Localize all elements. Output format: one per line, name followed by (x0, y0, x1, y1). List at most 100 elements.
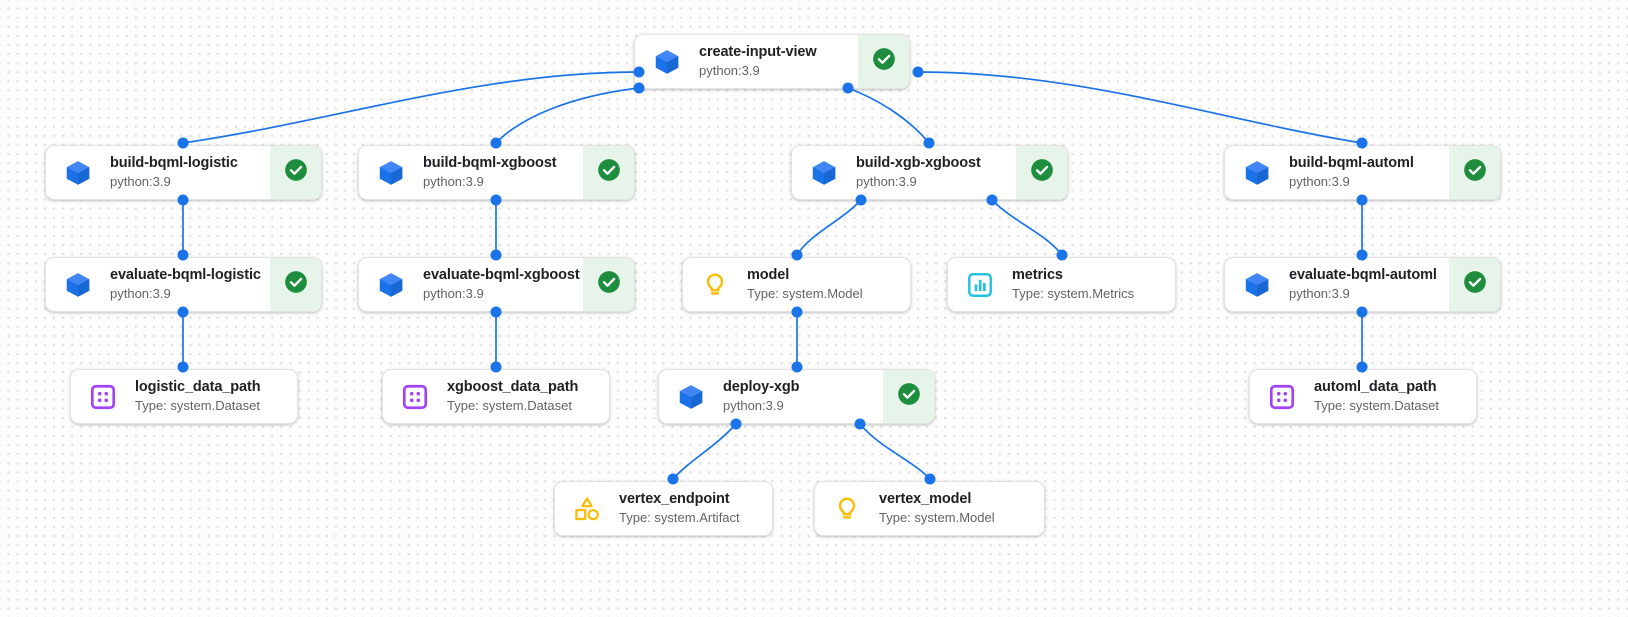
edge-deploy-xgb-to-vertex_endpoint (672, 423, 737, 480)
port-p-ebl-t[interactable] (177, 249, 189, 261)
port-p-ebx-b[interactable] (490, 306, 502, 318)
port-p-model-b[interactable] (791, 306, 803, 318)
status-badge (583, 258, 634, 311)
check-circle-icon (596, 269, 622, 300)
status-badge (270, 258, 321, 311)
port-p-civ-r2[interactable] (912, 66, 924, 78)
port-p-bxx-t[interactable] (923, 137, 935, 149)
port-p-deploy-b1[interactable] (730, 418, 742, 430)
port-p-ve-t[interactable] (667, 473, 679, 485)
cube-icon (376, 270, 406, 300)
port-p-bba-b[interactable] (1356, 194, 1368, 206)
node-title: vertex_model (879, 490, 972, 507)
check-circle-icon (283, 157, 309, 188)
check-circle-icon (1462, 269, 1488, 300)
node-subtitle: python:3.9 (423, 286, 484, 302)
node-title: evaluate-bqml-automl (1289, 266, 1437, 283)
edge-deploy-xgb-to-vertex_model (859, 423, 931, 480)
node-title: model (747, 266, 790, 283)
node-subtitle: python:3.9 (1289, 286, 1350, 302)
port-p-bbx-t[interactable] (490, 137, 502, 149)
node-subtitle: python:3.9 (723, 398, 784, 414)
edge-create-input-view-to-build-xgb-xgboost (847, 87, 930, 144)
edge-create-input-view-to-build-bqml-automl (917, 71, 1363, 144)
dataset-grid-icon (1267, 382, 1297, 412)
node-subtitle: python:3.9 (856, 174, 917, 190)
port-p-bxx-b1[interactable] (855, 194, 867, 206)
port-p-metrics-t[interactable] (1056, 249, 1068, 261)
port-p-civ-r1[interactable] (842, 82, 854, 94)
node-title: build-bqml-automl (1289, 154, 1414, 171)
node-subtitle: Type: system.Model (747, 286, 863, 302)
status-badge (858, 35, 909, 88)
node-title: create-input-view (699, 43, 817, 60)
port-p-ldp-t[interactable] (177, 361, 189, 373)
port-p-bbl-b[interactable] (177, 194, 189, 206)
node-evaluate-bqml-automl[interactable]: evaluate-bqml-automl python:3.9 (1224, 257, 1501, 312)
node-subtitle: python:3.9 (423, 174, 484, 190)
node-body: evaluate-bqml-automl python:3.9 (1225, 258, 1449, 311)
node-subtitle: Type: system.Model (879, 510, 995, 526)
check-circle-icon (1029, 157, 1055, 188)
lightbulb-icon (700, 270, 730, 300)
port-p-eba-b[interactable] (1356, 306, 1368, 318)
port-p-xdp-t[interactable] (490, 361, 502, 373)
port-p-deploy-b2[interactable] (854, 418, 866, 430)
node-title: logistic_data_path (135, 378, 261, 395)
node-text: evaluate-bqml-automl python:3.9 (1289, 266, 1437, 303)
port-p-ebl-b[interactable] (177, 306, 189, 318)
status-badge (1449, 258, 1500, 311)
node-title: metrics (1012, 266, 1063, 283)
port-p-ebx-t[interactable] (490, 249, 502, 261)
port-p-civ-l1[interactable] (633, 66, 645, 78)
node-title: automl_data_path (1314, 378, 1437, 395)
port-p-bba-t[interactable] (1356, 137, 1368, 149)
status-badge (1449, 146, 1500, 199)
port-p-eba-t[interactable] (1356, 249, 1368, 261)
port-p-vm-t[interactable] (924, 473, 936, 485)
port-p-deploy-t[interactable] (791, 361, 803, 373)
node-title: evaluate-bqml-logistic (110, 266, 261, 283)
port-p-model-t[interactable] (791, 249, 803, 261)
port-p-bbx-b[interactable] (490, 194, 502, 206)
edge-build-xgb-xgboost-to-metrics (991, 199, 1063, 256)
port-p-civ-l2[interactable] (633, 82, 645, 94)
port-p-adp-t[interactable] (1356, 361, 1368, 373)
port-p-bxx-b2[interactable] (986, 194, 998, 206)
port-p-bbl-t[interactable] (177, 137, 189, 149)
